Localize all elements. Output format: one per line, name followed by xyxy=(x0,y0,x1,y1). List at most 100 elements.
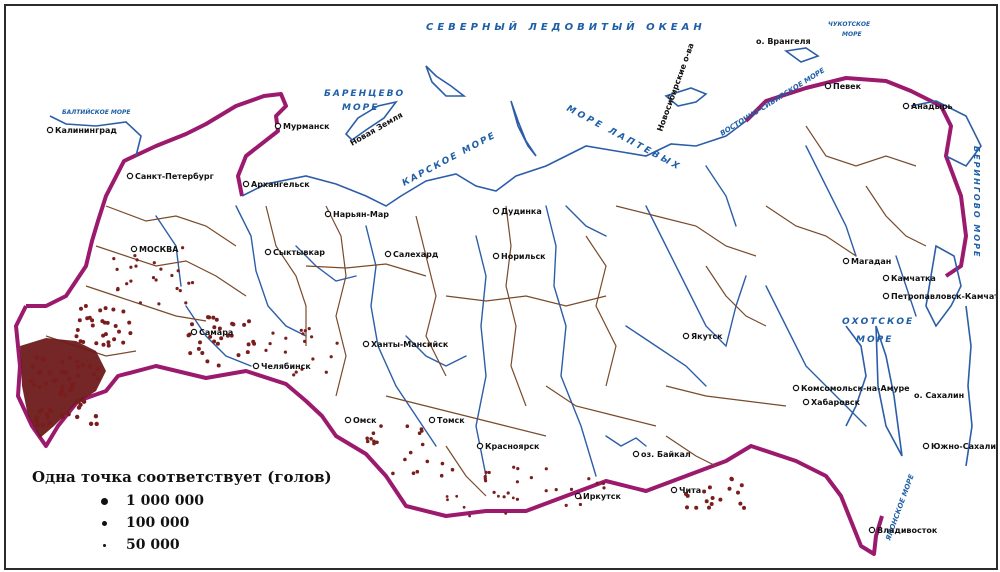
livestock-dot xyxy=(178,289,182,293)
livestock-dot xyxy=(685,505,689,510)
livestock-dot xyxy=(229,333,234,338)
livestock-dot xyxy=(487,470,491,475)
city-marker-icon xyxy=(46,126,54,134)
livestock-dot xyxy=(67,355,72,360)
legend-item-100k: 100 000 xyxy=(32,512,372,534)
city-irkutsk: Иркутск xyxy=(574,492,621,501)
livestock-dot xyxy=(736,490,740,495)
city-label: Певек xyxy=(833,82,862,91)
livestock-dot xyxy=(307,327,311,331)
livestock-dot xyxy=(529,476,534,480)
livestock-dot xyxy=(245,350,250,355)
city-arkhangelsk: Архангельск xyxy=(242,180,310,189)
russia-livestock-map: СЕВЕРНЫЙ ЛЕДОВИТЫЙ ОКЕАН БАРЕНЦЕВО МОРЕ … xyxy=(14,20,996,556)
livestock-dot xyxy=(299,328,303,332)
livestock-dot xyxy=(75,328,80,332)
city-moscow: МОСКВА xyxy=(130,245,179,254)
city-marker-icon xyxy=(842,257,850,265)
livestock-dot xyxy=(329,355,333,359)
livestock-dot xyxy=(303,339,307,343)
livestock-dot xyxy=(215,341,220,346)
livestock-dot xyxy=(554,488,558,492)
livestock-dot xyxy=(40,356,45,361)
livestock-dot xyxy=(544,467,548,471)
livestock-dot xyxy=(417,431,422,436)
livestock-dot xyxy=(483,477,487,481)
city-krasnoyarsk: Красноярск xyxy=(476,442,540,451)
livestock-dot xyxy=(44,411,50,417)
livestock-dot xyxy=(544,489,548,493)
livestock-dot xyxy=(60,414,66,420)
livestock-dot xyxy=(710,496,715,500)
city-label: Самара xyxy=(199,328,233,337)
livestock-dot xyxy=(484,470,488,474)
livestock-dot xyxy=(601,481,606,485)
livestock-dot xyxy=(105,320,110,325)
livestock-dot xyxy=(502,495,506,499)
livestock-dot xyxy=(419,427,424,431)
city-marker-icon xyxy=(344,416,352,424)
livestock-dot xyxy=(294,370,298,374)
livestock-dot xyxy=(709,502,714,506)
livestock-dot xyxy=(212,339,217,344)
regional-boundaries xyxy=(45,125,927,497)
livestock-dot xyxy=(365,439,370,444)
livestock-dot xyxy=(403,457,407,462)
city-marker-icon xyxy=(882,274,890,282)
city-label: оз. Байкал xyxy=(641,450,691,459)
livestock-dot xyxy=(63,393,68,398)
bering-sea-label: БЕРИНГОВО МОРЕ xyxy=(972,146,981,259)
livestock-dot xyxy=(58,392,63,397)
livestock-dot xyxy=(121,340,126,345)
livestock-dot xyxy=(35,423,40,428)
city-label: Омск xyxy=(353,416,377,425)
livestock-dot xyxy=(90,318,95,323)
livestock-dot xyxy=(38,369,43,374)
chukchi-sea-label-1: ЧУКОТСКОЕ xyxy=(828,21,871,28)
city-label: Чита xyxy=(679,486,701,495)
city-marker-icon xyxy=(242,180,250,188)
city-marker-icon xyxy=(902,102,910,110)
city-marker-icon xyxy=(476,442,484,450)
livestock-dot xyxy=(74,334,79,339)
livestock-dot xyxy=(694,505,699,510)
livestock-dot xyxy=(187,281,191,285)
livestock-dot xyxy=(727,486,732,491)
city-yakutsk: Якутск xyxy=(682,332,723,341)
city-label: Салехард xyxy=(393,250,439,259)
livestock-dot xyxy=(371,431,376,436)
legend-title: Одна точка соответствует (голов) xyxy=(32,468,332,486)
legend-dot-icon xyxy=(100,497,108,505)
novaya-zemlya-label: Новая Земля xyxy=(349,110,405,147)
city-norilsk: Норильск xyxy=(492,252,546,261)
city-label: Челябинск xyxy=(261,361,311,371)
livestock-dot xyxy=(81,340,86,344)
city-marker-icon xyxy=(824,82,832,90)
livestock-dot xyxy=(225,333,230,338)
city-syktyvkar: Сыктывкар xyxy=(264,248,325,257)
livestock-dot xyxy=(196,346,201,351)
livestock-dot xyxy=(515,480,519,484)
city-anadyr: Анадырь xyxy=(902,102,953,111)
livestock-dot xyxy=(40,422,46,428)
livestock-dot xyxy=(268,342,272,346)
livestock-dot xyxy=(129,279,133,283)
city-marker-icon xyxy=(682,332,690,340)
livestock-dot xyxy=(29,379,34,384)
novosibirsk-label: Новосибирские о-ва xyxy=(654,42,695,133)
livestock-dot xyxy=(184,301,188,305)
livestock-dot xyxy=(283,350,287,354)
rivers xyxy=(155,145,917,477)
livestock-dot xyxy=(88,421,94,426)
legend-dot-icon xyxy=(102,543,106,547)
livestock-dot xyxy=(236,353,241,358)
livestock-dot xyxy=(61,370,67,375)
livestock-dot xyxy=(95,367,101,372)
livestock-dot xyxy=(134,264,138,268)
livestock-dot xyxy=(200,351,205,355)
livestock-dot xyxy=(516,467,520,471)
city-khanty-mansiysk: Ханты-Мансийск xyxy=(362,340,449,349)
livestock-dot xyxy=(504,512,508,515)
livestock-dot xyxy=(188,351,193,356)
livestock-dot xyxy=(154,278,158,282)
